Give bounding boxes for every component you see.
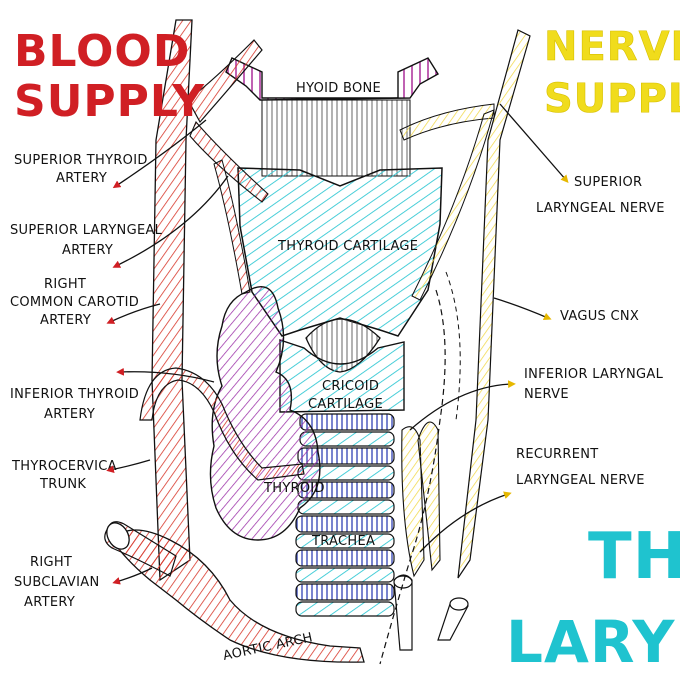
subclavian-and-aortic-arch [111, 529, 365, 663]
thyroid-label: THYROID [263, 481, 325, 496]
cricoid-label-line2: CARTILAGE [308, 397, 383, 412]
thyroid-gland [209, 286, 321, 541]
carotid-label-2: COMMON CAROTID [10, 295, 139, 310]
superior-laryngeal-artery-leader [112, 175, 229, 268]
blood-supply-heading: BLOOD SUPPLY [14, 26, 205, 127]
superior-laryngeal-artery-label-2: ARTERY [62, 243, 113, 258]
superior-thyroid-artery-leader [112, 119, 207, 189]
subclavian-cut-end [106, 522, 130, 550]
cricoid-label-line1: CRICOID [322, 379, 379, 394]
trachea-label: TRACHEA [311, 534, 375, 549]
nerve-heading-line2: SUPPLY [544, 76, 680, 122]
blood-leader-lines [106, 119, 229, 585]
external-carotid-artery [187, 39, 263, 124]
esophagus-outline [379, 289, 446, 665]
nerve-leader-lines [409, 103, 569, 553]
recurrent-laryngeal-nerve-leader [419, 491, 512, 553]
thyrocervical-leader [106, 459, 151, 474]
carotid-leader [106, 303, 161, 324]
inferior-thyroid-artery-label-1: INFERIOR THYROID [10, 387, 139, 402]
recurrent-laryngeal-nerve [401, 426, 425, 578]
blood-heading-line1: BLOOD [14, 26, 190, 77]
superior-thyroid-artery-label-1: SUPERIOR THYROID [14, 153, 148, 168]
vessel-stub-right-end [449, 597, 469, 611]
inferior-laryngeal-nerve-leader [409, 380, 516, 431]
subclavian-label-3: ARTERY [24, 595, 75, 610]
nerve-supply-heading: NERVE SUPPLY [544, 24, 680, 123]
inferior-laryngeal-nerve-label-2: NERVE [524, 387, 569, 402]
superior-laryngeal-nerve [399, 103, 495, 141]
vagus-leader [493, 297, 552, 321]
internal-laryngeal-branch [411, 109, 495, 301]
subclavian-label-2: SUBCLAVIAN [14, 575, 99, 590]
thyrocervical-label-1: THYROCERVICA [11, 459, 117, 474]
cricoid-cartilage [279, 339, 405, 413]
superior-laryngeal-nerve-label-2: LARYNGEAL NERVE [536, 201, 665, 216]
vessel-stub-end [393, 575, 413, 589]
superior-laryngeal-nerve-leader [499, 103, 569, 183]
inferior-thyroid-artery-leader [116, 367, 215, 383]
subclavian-label-1: RIGHT [30, 555, 72, 570]
carotid-label-1: RIGHT [44, 277, 86, 292]
recurrent-laryngeal-nerve-label-2: LARYNGEAL NERVE [516, 473, 645, 488]
superior-laryngeal-artery [213, 159, 251, 295]
blood-heading-line2: SUPPLY [14, 76, 205, 127]
vagus-label: VAGUS CNⅩ [560, 309, 639, 324]
thyrocervical-label-2: TRUNK [39, 477, 86, 492]
superior-thyroid-artery-label-2: ARTERY [56, 171, 107, 186]
title-heading: THE LARYNX [506, 520, 680, 676]
hyoid-bone-label: HYOID BONE [296, 81, 381, 96]
inferior-thyroid-artery-label-2: ARTERY [44, 407, 95, 422]
title-line1: THE [588, 520, 680, 594]
superior-laryngeal-artery-label-1: SUPERIOR LARYNGEAL [10, 223, 163, 238]
thyroid-cartilage-label: THYROID CARTILAGE [277, 239, 418, 254]
hyoid-bone [225, 57, 439, 101]
vagus-nerve [457, 29, 531, 579]
nerve-heading-line1: NERVE [544, 24, 680, 70]
title-line2: LARYNX [506, 608, 680, 676]
superior-laryngeal-nerve-label-1: SUPERIOR [574, 175, 642, 190]
thyrohyoid-membrane [261, 99, 411, 177]
subclavian-leader [112, 567, 153, 585]
superior-thyroid-artery [189, 120, 269, 203]
thyrocervical-trunk [139, 367, 305, 481]
inferior-laryngeal-nerve-label-1: INFERIOR LARYNGAL [524, 367, 664, 382]
esophagus-outline-left [445, 271, 461, 421]
recurrent-laryngeal-nerve-label-1: RECURRENT [516, 447, 598, 462]
carotid-label-3: ARTERY [40, 313, 91, 328]
